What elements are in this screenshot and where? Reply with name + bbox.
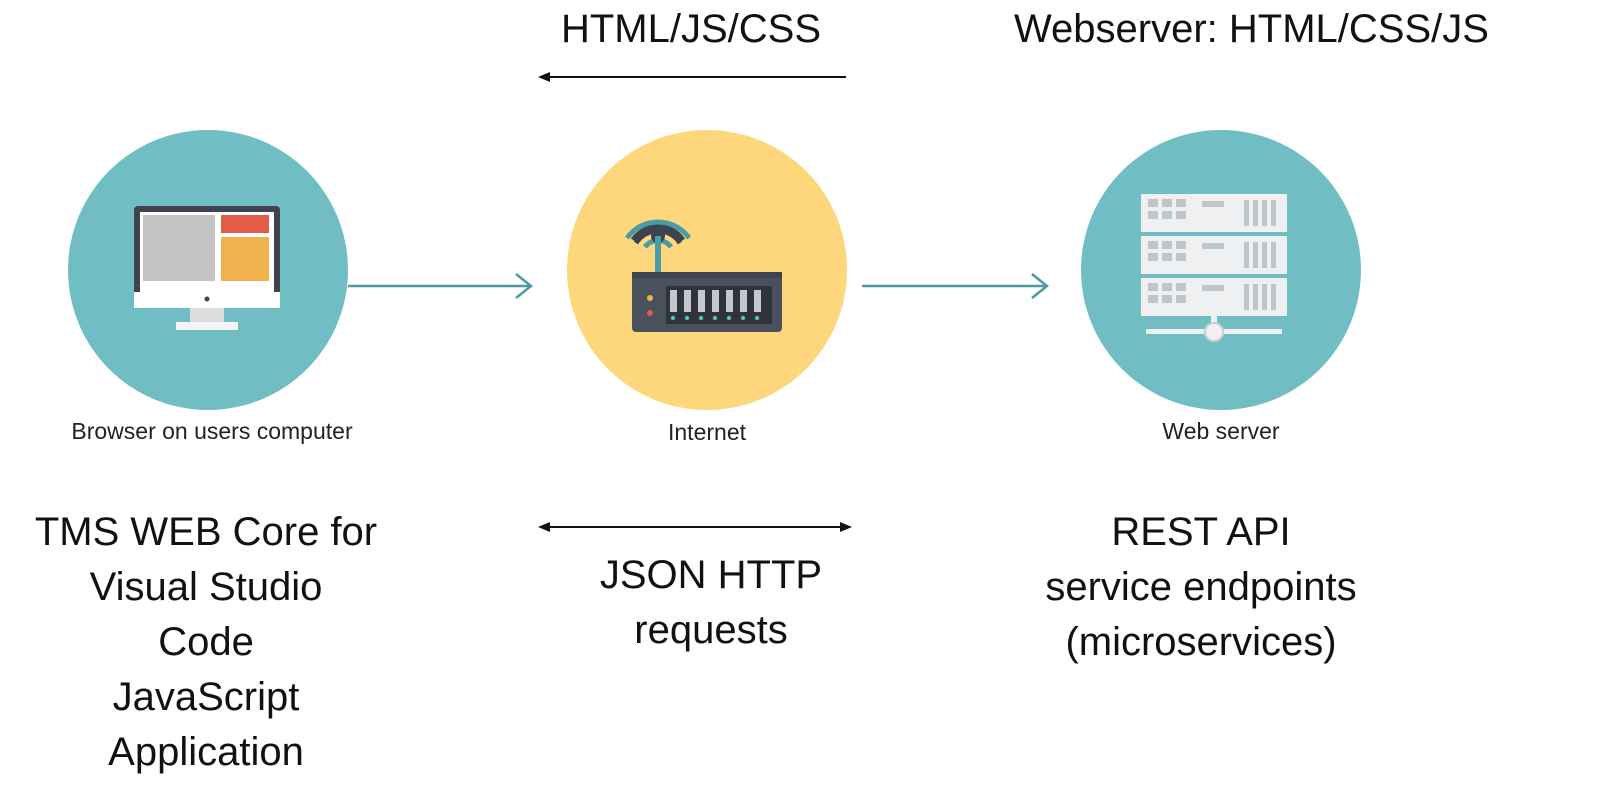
webserver-node-label: Web server (1162, 418, 1280, 444)
top-left-label: HTML/JS/CSS (560, 7, 822, 51)
internet-node (567, 130, 847, 410)
bottom-left-line: Application (108, 730, 304, 774)
bottom-left-line: TMS WEB Core for (34, 510, 378, 554)
top-right-label: Webserver: HTML/CSS/JS (1014, 7, 1489, 51)
monitor-icon (134, 206, 280, 330)
bottom-middle-line: JSON HTTP (599, 553, 823, 597)
bottom-right-line: service endpoints (1045, 565, 1357, 609)
bottom-right-text: REST API service endpoints (microservice… (1000, 505, 1402, 670)
bottom-right-line: REST API (1111, 510, 1291, 554)
bottom-right-line: (microservices) (1065, 620, 1337, 664)
bottom-left-line: Code (158, 620, 254, 664)
bottom-left-line: JavaScript (112, 675, 300, 719)
bottom-middle-text: JSON HTTP requests (536, 548, 886, 658)
router-icon (624, 219, 782, 332)
bottom-middle-line: requests (634, 608, 788, 652)
bottom-left-text: TMS WEB Core for Visual Studio Code Java… (0, 505, 412, 780)
arrow-browser-to-internet (348, 273, 534, 299)
internet-node-label: Internet (668, 419, 746, 445)
arrow-internet-to-server (862, 273, 1050, 299)
browser-node-label: Browser on users computer (71, 418, 353, 444)
server-rack-icon (1141, 194, 1287, 342)
bottom-left-line: Visual Studio (89, 565, 323, 609)
